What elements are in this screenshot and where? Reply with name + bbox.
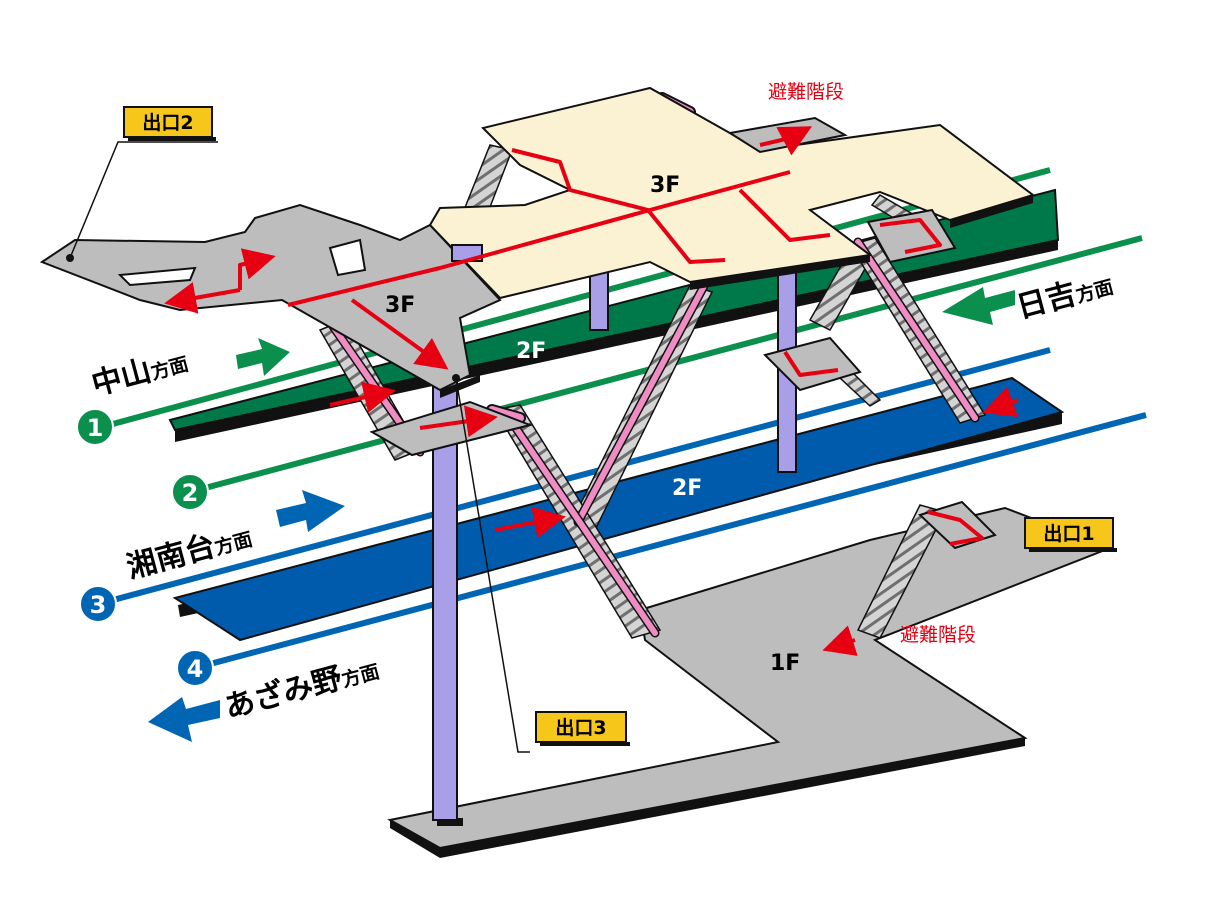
route-evac-top <box>759 126 813 156</box>
direction-shonandai-suffix: 方面 <box>212 527 255 559</box>
route-box-right <box>879 218 942 254</box>
exit3-badge <box>535 711 627 743</box>
track-circle-1 <box>76 408 114 446</box>
floor-label-2f-blue: 2F <box>672 476 702 501</box>
direction-shonandai: 湘南台方面 <box>123 519 256 586</box>
exit3-leader <box>455 377 530 753</box>
column-a <box>432 329 458 821</box>
route-left-up <box>238 248 276 290</box>
evac-stairs-bottom: 避難階段 <box>900 624 976 646</box>
arrow-nakayama <box>236 338 290 376</box>
direction-arrows <box>148 287 1015 742</box>
track-circle-3 <box>79 585 117 623</box>
direction-nakayama: 中山方面 <box>88 344 192 403</box>
arrow-azamino <box>148 697 220 742</box>
exit3-label: 出口3 <box>555 716 606 739</box>
floor-label-3f-main: 3F <box>650 173 680 198</box>
direction-nakayama-name: 中山 <box>88 353 155 402</box>
track-numbers: 1 2 3 4 <box>76 408 214 687</box>
route-to-exit2 <box>164 282 241 314</box>
direction-nakayama-suffix: 方面 <box>148 352 191 384</box>
arrow-shonandai <box>276 490 345 532</box>
route-evac-bottom <box>822 625 858 656</box>
exit1-label: 出口1 <box>1043 522 1094 545</box>
route-right-arrow <box>982 386 1019 417</box>
track-number-2: 2 <box>182 479 199 507</box>
exit-labels: 出口2 出口1 出口3 <box>66 106 1117 753</box>
direction-azamino: あざみ野方面 <box>221 651 383 726</box>
track-number-1: 1 <box>87 414 104 442</box>
arrow-hiyoshi <box>942 287 1015 325</box>
route-box-mid <box>783 350 839 377</box>
direction-azamino-name: あざみ野 <box>221 661 346 726</box>
floor-labels: 3F 3F 2F 2F 1F <box>385 173 800 676</box>
track-line-3 <box>97 347 1051 607</box>
floor-label-3f-left: 3F <box>385 293 415 318</box>
landing-right-mid <box>763 336 862 392</box>
track-line-4 <box>194 412 1147 671</box>
exit2-badge <box>123 106 213 138</box>
exit2-leader <box>69 141 218 259</box>
route-green-arrow <box>329 381 396 413</box>
track-circle-2 <box>171 473 209 511</box>
route-mid-arrow <box>419 405 498 438</box>
direction-hiyoshi-suffix: 方面 <box>1073 275 1116 307</box>
floor-label-2f-green: 2F <box>516 339 546 364</box>
column-base-left <box>437 818 463 826</box>
routes <box>164 126 1019 656</box>
direction-hiyoshi-name: 日吉 <box>1013 276 1080 325</box>
route-3f-down <box>350 298 449 370</box>
direction-hiyoshi: 日吉方面 <box>1013 267 1117 326</box>
track-number-3: 3 <box>90 591 107 619</box>
route-branch-right <box>738 188 831 242</box>
track-circle-4 <box>176 649 214 687</box>
escalators <box>272 92 980 638</box>
platform-blue <box>172 376 1065 642</box>
route-main-horizontal <box>287 170 791 307</box>
evac-stairs-top: 避難階段 <box>768 81 844 103</box>
exit2-label: 出口2 <box>142 111 193 134</box>
track-number-4: 4 <box>187 655 204 683</box>
floor-label-1f: 1F <box>770 651 800 676</box>
route-main-cross <box>511 148 726 264</box>
route-blue-arrow <box>494 506 566 539</box>
direction-azamino-suffix: 方面 <box>339 660 382 692</box>
route-box-exit1 <box>927 510 984 546</box>
